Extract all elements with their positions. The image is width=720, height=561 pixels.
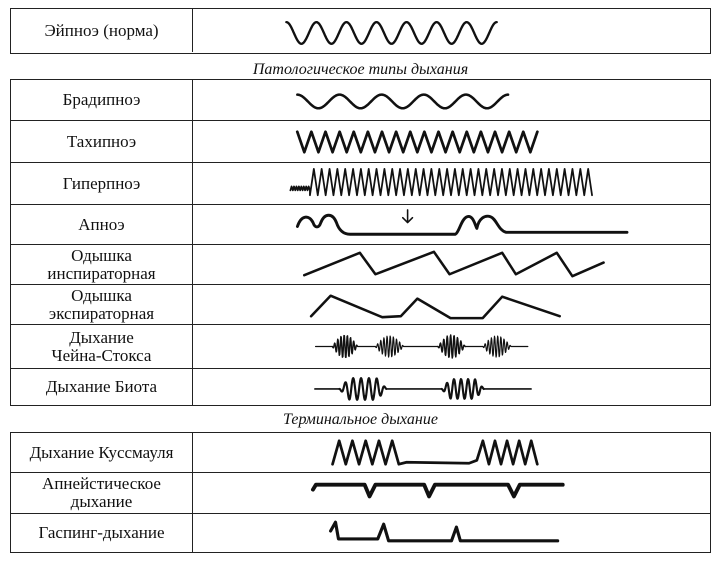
row-gasping: Гаспинг-дыхание — [11, 514, 710, 552]
waveform-trace — [302, 250, 605, 278]
waveform-kussmaul — [192, 433, 710, 472]
row-label: Тахипноэ — [11, 121, 193, 162]
row-label: Эйпноэ (норма) — [11, 9, 193, 52]
waveform-trace — [285, 20, 498, 45]
row-label: Брадипноэ — [11, 80, 193, 120]
waveform-apneustic — [192, 473, 710, 513]
waveform-trace — [295, 213, 629, 236]
row-apnea: Апноэ — [11, 205, 710, 245]
row-label: Гиперпноэ — [11, 163, 193, 204]
waveform-trace — [440, 378, 485, 400]
waveform-trace — [338, 377, 388, 401]
waveform-gasping — [192, 514, 710, 552]
waveform-trace — [329, 520, 560, 543]
row-label: Гаспинг-дыхание — [11, 514, 193, 552]
waveform-biot — [192, 369, 710, 405]
row-label: Апнейстическое дыхание — [11, 473, 193, 513]
waveform-trace — [437, 334, 466, 359]
normal-table: Эйпноэ (норма) — [10, 8, 711, 54]
section-title-terminal: Терминальное дыхание — [283, 411, 438, 428]
row-label: Дыхание Биота — [11, 369, 193, 405]
waveform-trace — [309, 294, 561, 320]
row-kussmaul: Дыхание Куссмауля — [11, 433, 710, 473]
terminal-table: Дыхание Куссмауля Апнейстическое дыхание… — [10, 432, 711, 553]
waveform-trace — [295, 130, 539, 154]
row-label: Дыхание Куссмауля — [11, 433, 193, 472]
waveform-apnea — [192, 205, 710, 244]
row-label: Одышка инспираторная — [11, 245, 193, 284]
waveform-tachypnea — [192, 121, 710, 162]
waveform-eupnea — [192, 9, 710, 52]
waveform-cheyne-stokes — [192, 325, 710, 368]
row-inspiratory-dyspnea: Одышка инспираторная — [11, 245, 710, 285]
waveform-trace — [331, 439, 539, 466]
waveform-trace — [482, 335, 512, 358]
waveform-trace — [374, 335, 404, 358]
row-expiratory-dyspnea: Одышка экспираторная — [11, 285, 710, 325]
waveform-bradypnea — [192, 80, 710, 120]
row-eupnea: Эйпноэ (норма) — [11, 9, 710, 52]
arrow-down-icon — [401, 209, 414, 224]
row-tachypnea: Тахипноэ — [11, 121, 710, 163]
section-title-pathological: Патологическое типы дыхания — [252, 61, 469, 78]
row-label: Дыхание Чейна-Стокса — [11, 325, 193, 368]
waveform-expiratory — [192, 285, 710, 324]
row-biot: Дыхание Биота — [11, 369, 710, 405]
row-label: Апноэ — [11, 205, 193, 244]
waveform-trace — [289, 167, 593, 197]
waveform-hyperpnea — [192, 163, 710, 204]
waveform-inspiratory — [192, 245, 710, 284]
row-cheyne-stokes: Дыхание Чейна-Стокса — [11, 325, 710, 369]
pathological-table: Брадипноэ Тахипноэ Гиперпноэ Апноэ Одышк… — [10, 79, 711, 406]
row-apneustic: Апнейстическое дыхание — [11, 473, 710, 514]
waveform-trace — [311, 482, 565, 499]
waveform-trace — [331, 334, 359, 359]
row-hyperpnea: Гиперпноэ — [11, 163, 710, 205]
row-bradypnea: Брадипноэ — [11, 80, 710, 121]
row-label: Одышка экспираторная — [11, 285, 193, 324]
waveform-trace — [296, 93, 510, 110]
